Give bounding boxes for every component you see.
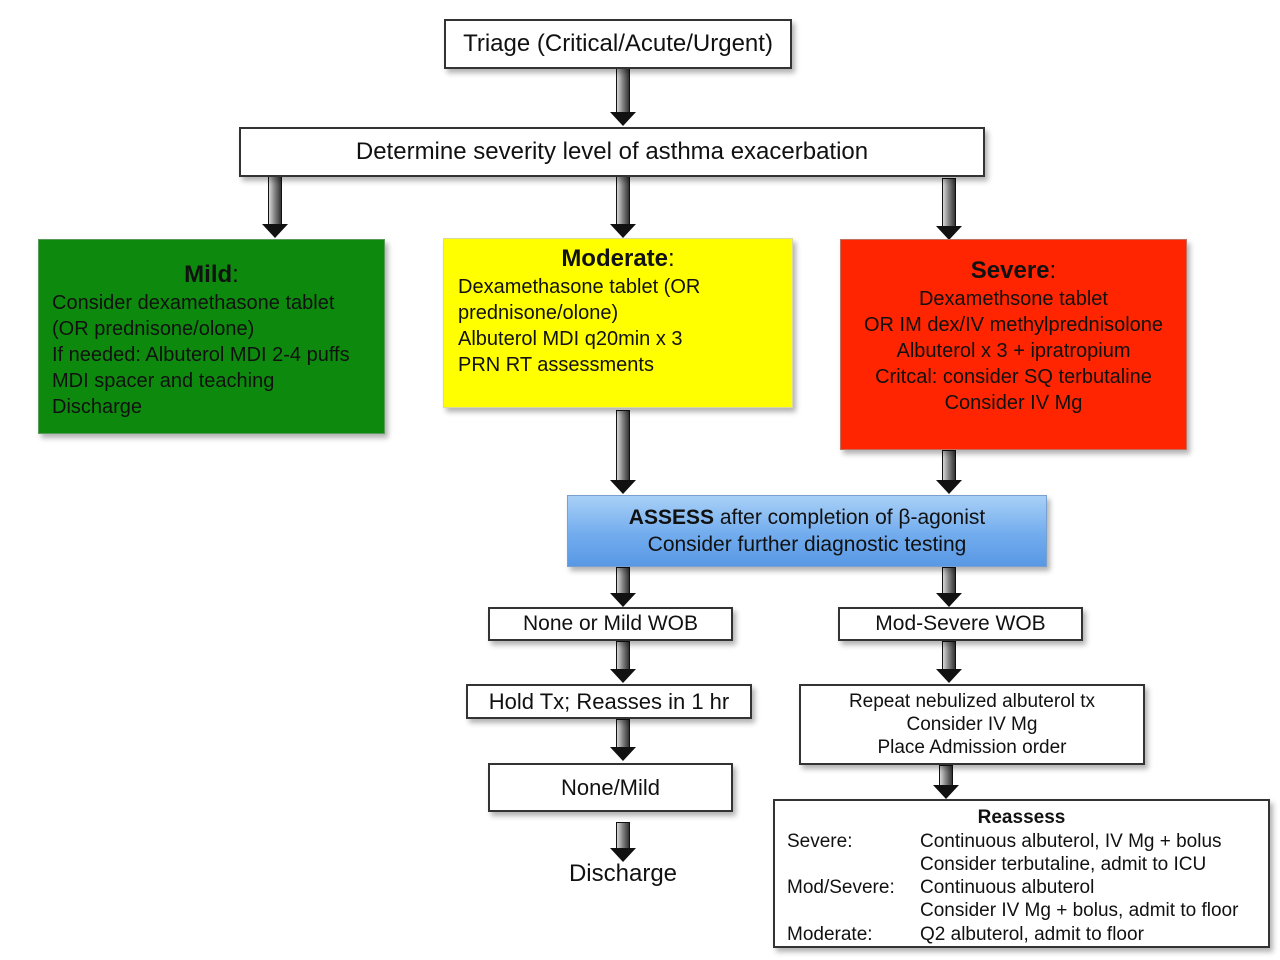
moderate-line: PRN RT assessments xyxy=(458,354,654,376)
severe-line: Consider IV Mg xyxy=(944,392,1083,414)
mild-heading: Mild: xyxy=(52,260,384,290)
moderate-colon: : xyxy=(668,245,675,272)
severe-heading: Severe: xyxy=(841,256,1186,286)
none-mild-wob-label: None or Mild WOB xyxy=(522,612,699,635)
arrow-moderate-to-assess xyxy=(610,410,636,494)
assess-line-2: Consider further diagnostic testing xyxy=(647,533,967,556)
repeat-box: Repeat nebulized albuterol tx Consider I… xyxy=(799,684,1145,765)
mild-line: Discharge xyxy=(52,396,143,418)
assess-line-1-rest: after completion of β-agonist xyxy=(713,506,986,529)
none-mild-box: None/Mild xyxy=(488,763,733,812)
reassess-label: Severe: xyxy=(787,831,853,852)
arrow-mod-severe-wob-to-repeat xyxy=(936,641,962,683)
mild-line: MDI spacer and teaching xyxy=(52,370,275,392)
mild-box: Mild: Consider dexamethasone tablet (OR … xyxy=(38,239,385,434)
assess-line-1: ASSESS after completion of β-agonist xyxy=(568,504,1046,531)
reassess-text: Consider terbutaline, admit to ICU xyxy=(920,854,1207,875)
severity-box: Determine severity level of asthma exace… xyxy=(239,127,985,177)
severe-line: OR IM dex/IV methylprednisolone xyxy=(863,314,1164,336)
arrow-assess-to-mod-severe-wob xyxy=(936,567,962,607)
severe-line: Albuterol x 3 + ipratropium xyxy=(896,340,1131,362)
hold-tx-label: Hold Tx; Reasses in 1 hr xyxy=(488,688,730,714)
mild-line: If needed: Albuterol MDI 2-4 puffs xyxy=(52,344,350,366)
arrow-none-mild-wob-to-hold xyxy=(610,641,636,683)
severity-label: Determine severity level of asthma exace… xyxy=(355,138,869,165)
severe-box: Severe: Dexamethsone tablet OR IM dex/IV… xyxy=(840,239,1187,450)
arrow-severe-to-assess xyxy=(936,450,962,494)
severe-line: Critcal: consider SQ terbutaline xyxy=(875,366,1152,388)
arrow-severity-to-moderate xyxy=(610,176,636,238)
arrow-assess-to-none-mild-wob xyxy=(610,567,636,607)
arrow-severity-to-severe xyxy=(936,178,962,240)
reassess-label: Moderate: xyxy=(787,924,873,945)
mild-line: (OR prednisone/olone) xyxy=(52,318,255,340)
mild-title: Mild xyxy=(184,261,233,288)
reassess-text: Consider IV Mg + bolus, admit to floor xyxy=(920,900,1239,921)
reassess-text: Q2 albuterol, admit to floor xyxy=(920,924,1144,945)
moderate-line: Albuterol MDI q20min x 3 xyxy=(458,328,683,350)
reassess-box: Reassess Severe: Continuous albuterol, I… xyxy=(773,799,1270,948)
mild-line: Consider dexamethasone tablet xyxy=(52,292,335,314)
severe-colon: : xyxy=(1049,257,1057,284)
hold-tx-box: Hold Tx; Reasses in 1 hr xyxy=(466,684,752,719)
arrow-none-mild-to-discharge xyxy=(610,822,636,862)
moderate-line: prednisone/olone) xyxy=(458,302,619,324)
discharge-label: Discharge xyxy=(568,860,678,887)
severe-line: Dexamethsone tablet xyxy=(918,288,1108,310)
reassess-title: Reassess xyxy=(977,807,1066,828)
triage-label: Triage (Critical/Acute/Urgent) xyxy=(463,30,773,57)
reassess-label: Mod/Severe: xyxy=(787,877,895,898)
arrow-triage-to-severity xyxy=(610,68,636,126)
arrow-repeat-to-reassess xyxy=(933,765,959,799)
arrow-hold-to-none-mild xyxy=(610,719,636,761)
reassess-text: Continuous albuterol, IV Mg + bolus xyxy=(920,831,1222,852)
repeat-line: Consider IV Mg xyxy=(906,714,1038,735)
mod-severe-wob-label: Mod-Severe WOB xyxy=(875,612,1046,635)
repeat-line: Repeat nebulized albuterol tx xyxy=(848,691,1096,712)
moderate-heading: Moderate: xyxy=(458,244,792,274)
mod-severe-wob-box: Mod-Severe WOB xyxy=(838,607,1083,641)
moderate-box: Moderate: Dexamethasone tablet (OR predn… xyxy=(443,238,793,408)
moderate-line: Dexamethasone tablet (OR xyxy=(458,276,701,298)
none-mild-label: None/Mild xyxy=(560,774,661,800)
assess-bold: ASSESS xyxy=(628,506,714,529)
arrow-severity-to-mild xyxy=(262,176,288,238)
assess-box: ASSESS after completion of β-agonist Con… xyxy=(567,495,1047,567)
reassess-text: Continuous albuterol xyxy=(920,877,1095,898)
triage-box: Triage (Critical/Acute/Urgent) xyxy=(444,19,792,69)
none-mild-wob-box: None or Mild WOB xyxy=(488,607,733,641)
moderate-title: Moderate xyxy=(561,245,668,272)
repeat-line: Place Admission order xyxy=(877,737,1067,758)
mild-colon: : xyxy=(232,261,239,288)
severe-title: Severe xyxy=(970,257,1050,284)
